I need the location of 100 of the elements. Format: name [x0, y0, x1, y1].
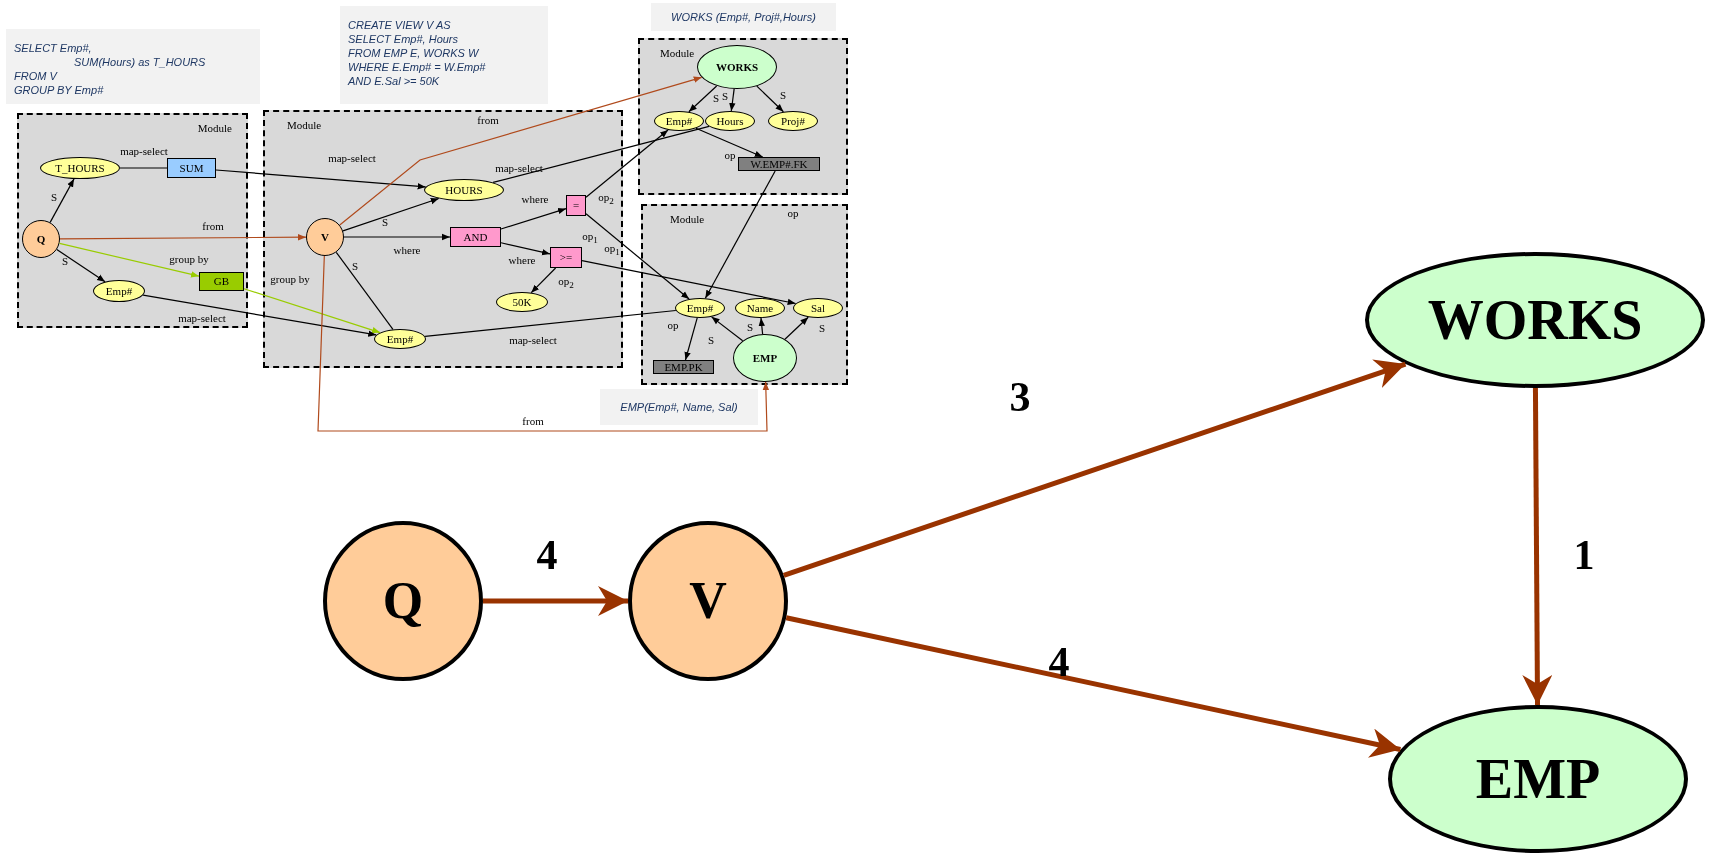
arrow: [317, 255, 770, 432]
edge-label: map-select: [509, 334, 557, 346]
edge-label: 4: [536, 534, 558, 576]
edge-label: from: [477, 114, 499, 126]
arrow: [695, 127, 764, 158]
edge-label: S: [707, 334, 715, 346]
attribute-ellipse: HOURS: [424, 179, 504, 201]
edge-label: map-select: [120, 145, 168, 157]
attribute-ellipse: Sal: [793, 298, 843, 318]
arrow: [581, 260, 797, 306]
arrow: [785, 615, 1401, 758]
relation-ellipse: WORKS: [697, 45, 777, 89]
arrow: [342, 197, 440, 232]
attribute-ellipse: Emp#: [654, 111, 704, 131]
edge-label: where: [508, 254, 536, 266]
edge-label: from: [522, 415, 544, 427]
arrow: [756, 85, 784, 113]
arrow: [58, 242, 200, 278]
code-line: SELECT Emp#, Hours: [348, 32, 460, 46]
module-label: Module: [197, 123, 232, 134]
connector-line: [119, 167, 168, 169]
schema-label: WORKS (Emp#, Proj#,Hours): [651, 3, 836, 31]
group-by-box: GB: [199, 272, 244, 291]
code-line: AND E.Sal >= 50K: [348, 74, 441, 88]
code-line: WHERE E.Emp# = W.Emp#: [348, 60, 487, 74]
edge-label: map-select: [328, 152, 376, 164]
connector-line: [424, 309, 677, 337]
relation-ellipse: WORKS: [1365, 252, 1705, 388]
relation-ellipse: EMP: [1388, 705, 1688, 853]
arrow: [339, 76, 703, 226]
code-line: GROUP BY Emp#: [14, 83, 105, 97]
arrow: [56, 248, 106, 283]
arrow: [243, 288, 381, 334]
edge-label: group by: [169, 253, 209, 265]
arrow: [729, 88, 736, 112]
edge-label: 4: [1048, 641, 1070, 683]
arrow: [59, 234, 307, 241]
edge-label: op: [724, 149, 736, 161]
edge-label: S: [50, 191, 58, 203]
operator-box: =: [566, 195, 586, 216]
module-panel: [17, 113, 248, 328]
arrow: [684, 317, 698, 361]
arrow: [142, 294, 377, 337]
arrow: [343, 233, 451, 241]
arrow: [483, 586, 628, 616]
query-circle: Q: [323, 521, 483, 681]
attribute-ellipse: Name: [735, 298, 785, 318]
module-label: Module: [287, 120, 322, 131]
arrow: [49, 178, 75, 223]
code-line: CREATE VIEW V AS: [348, 18, 452, 32]
edge-label: S: [712, 92, 720, 104]
edge-label: op$_{1}$: [582, 230, 598, 246]
module-panel: [638, 38, 848, 195]
edge-label: from: [202, 220, 224, 232]
arrow: [758, 317, 765, 335]
edge-label: S: [746, 321, 754, 333]
operator-box: AND: [450, 227, 501, 247]
code-line: FROM V: [14, 69, 59, 83]
attribute-ellipse: Emp#: [93, 280, 145, 302]
arrow: [710, 316, 744, 342]
arrow: [500, 242, 551, 256]
edge-label: group by: [270, 273, 310, 285]
query-circle: V: [306, 218, 344, 256]
module-label: Module: [660, 48, 695, 59]
attribute-ellipse: Proj#: [768, 111, 818, 131]
edge-label: 1: [1573, 534, 1595, 576]
edge-label: op$_{1}$: [604, 242, 620, 258]
edge-label: S: [721, 90, 729, 102]
key-box: EMP.PK: [653, 360, 714, 374]
connector-line: [335, 251, 394, 330]
attribute-ellipse: 50K: [496, 292, 548, 312]
schema-label: EMP(Emp#, Name, Sal): [600, 389, 758, 425]
edge-label: S: [381, 216, 389, 228]
edge-label: op$_{2}$: [598, 191, 614, 207]
arrow: [585, 213, 690, 300]
operator-box: >=: [550, 247, 582, 268]
connector-line: [492, 125, 710, 184]
key-box: W.EMP#.FK: [738, 157, 820, 171]
arrow: [530, 267, 557, 294]
function-box: SUM: [167, 158, 216, 178]
arrow: [704, 170, 776, 299]
module-panel: [263, 110, 623, 368]
edge-label: map-select: [178, 312, 226, 324]
edge-label: S: [351, 260, 359, 272]
module-panel: [641, 204, 848, 385]
arrow: [500, 207, 567, 230]
edge-label: op: [787, 207, 799, 219]
attribute-ellipse: Emp#: [675, 298, 725, 318]
edge-label: op$_{2}$: [558, 275, 574, 291]
attribute-ellipse: Emp#: [374, 329, 426, 349]
module-label: Module: [670, 214, 705, 225]
attribute-ellipse: Hours: [705, 111, 755, 131]
query-circle: V: [628, 521, 788, 681]
arrow: [585, 129, 669, 198]
code-line: FROM EMP E, WORKS W: [348, 46, 480, 60]
edge-label: S: [61, 255, 69, 267]
code-line: SELECT Emp#,: [14, 41, 93, 55]
edge-label: op: [667, 319, 679, 331]
edge-label: where: [521, 193, 549, 205]
query-circle: Q: [22, 220, 60, 258]
